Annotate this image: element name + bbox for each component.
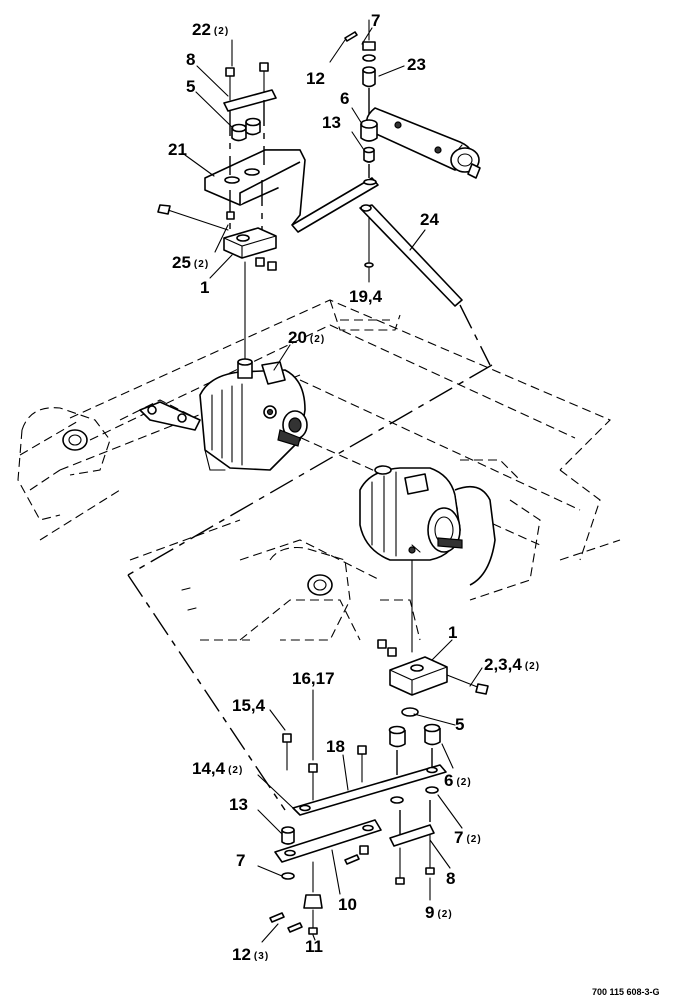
callout-8-lower: 8 [446, 869, 455, 888]
spacers-5-upper [231, 117, 261, 142]
callout-18: 18 [326, 737, 345, 756]
callout-7-upper: 7 [371, 11, 380, 30]
spacers-lower [388, 707, 441, 775]
plate-18 [292, 764, 447, 816]
drawing-number: 700 115 608-3-G [592, 987, 660, 997]
callout-1-upper: 1 [200, 278, 209, 297]
pins-12-lower [269, 845, 369, 933]
block-1-lower [377, 639, 489, 696]
linkage-path-1 [127, 364, 493, 576]
callout-5-lower: 5 [455, 715, 464, 734]
pump-left [139, 358, 308, 471]
callout-5-upper: 5 [186, 77, 195, 96]
callout-20: 20(2) [288, 328, 325, 347]
block-1-upper [223, 180, 277, 259]
spacer-7-lower [281, 786, 439, 880]
callout-6-upper: 6 [340, 89, 349, 108]
plate-8-upper [223, 89, 277, 112]
pin-12-upper [344, 31, 358, 42]
callout-14-4: 14,4(2) [192, 759, 243, 778]
right-arm-phantom [269, 546, 351, 641]
callout-12-upper: 12 [306, 69, 325, 88]
callout-6-lower: 6(2) [444, 771, 472, 790]
callout-7-lower-left: 7 [236, 851, 245, 870]
bolts-16-17 [308, 745, 367, 801]
callout-24: 24 [420, 210, 439, 229]
callout-11: 11 [305, 937, 323, 956]
callout-8-upper: 8 [186, 50, 195, 69]
callout-13-lower: 13 [229, 795, 248, 814]
rod-end-stack [360, 19, 378, 178]
frame-phantom [19, 299, 621, 641]
bracket-21 [204, 149, 379, 233]
bolts-22 [225, 62, 269, 175]
left-arm-phantom [17, 407, 111, 521]
link-24 [359, 204, 491, 366]
callout-13-upper: 13 [322, 113, 341, 132]
cylinder [365, 107, 481, 179]
callout-1-lower: 1 [448, 623, 457, 642]
callout-22: 22(2) [192, 20, 229, 39]
callout-12-lower: 12(3) [232, 945, 269, 964]
nut-11 [303, 861, 323, 935]
spacer-13-lower [281, 826, 295, 845]
callout-25: 25(2) [172, 253, 209, 272]
bolt-25 [157, 204, 277, 271]
bolt-15 [282, 733, 292, 771]
callout-16-17: 16,17 [292, 669, 335, 688]
leader-lines [184, 27, 483, 943]
pump-right [359, 465, 496, 653]
plate-10 [274, 819, 382, 863]
phantom-break-lines [181, 587, 197, 611]
plate-8-lower [389, 824, 435, 847]
callout-21: 21 [168, 140, 187, 159]
callout-labels: 22(2) 8 5 21 25(2) 1 12 7 23 6 13 24 19,… [168, 11, 540, 964]
callout-15-4: 15,4 [232, 696, 266, 715]
callout-19-4: 19,4 [349, 287, 383, 306]
callout-7-lower-right: 7(2) [454, 828, 482, 847]
bolt-19 [364, 217, 374, 268]
callout-23: 23 [407, 55, 426, 74]
callout-9: 9(2) [425, 903, 453, 922]
linkage-path-2 [127, 574, 286, 811]
callout-10: 10 [338, 895, 357, 914]
callout-2-3-4: 2,3,4(2) [484, 655, 540, 674]
